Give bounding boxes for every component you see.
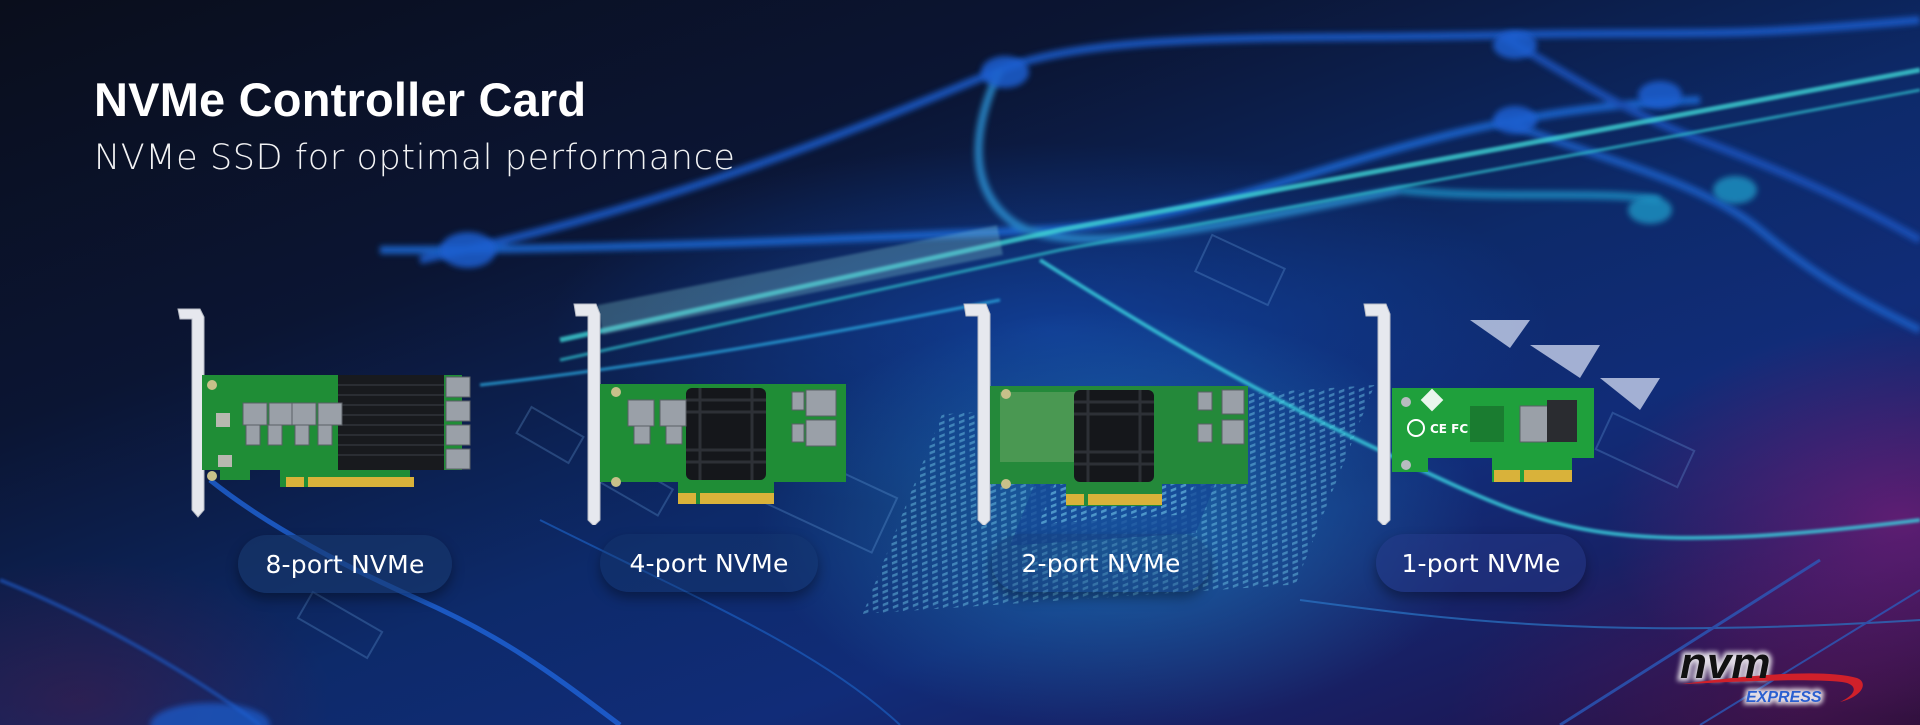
product-4-port[interactable] xyxy=(570,300,860,525)
svg-text:EXPRESS: EXPRESS xyxy=(1746,689,1822,706)
logo-nvm-text: nvm xyxy=(1680,640,1770,688)
product-label-8-port[interactable]: 8-port NVMe xyxy=(238,535,452,593)
nvm-express-logo: nvm EXPRESS nvm EXPRESS xyxy=(1677,640,1863,709)
page-subtitle: NVMe SSD for optimal performance xyxy=(94,138,736,178)
product-label-2-port[interactable]: 2-port NVMe xyxy=(992,534,1210,592)
product-label-4-port[interactable]: 4-port NVMe xyxy=(600,534,818,592)
product-2-port[interactable] xyxy=(960,300,1250,525)
logo-express-text: EXPRESS xyxy=(1746,689,1822,706)
page-title: NVMe Controller Card xyxy=(94,73,587,126)
product-label-1-port[interactable]: 1-port NVMe xyxy=(1376,534,1586,592)
4-port-nvme-card-image xyxy=(573,303,846,525)
product-8-port[interactable] xyxy=(170,305,490,520)
product-1-port[interactable]: CE FC xyxy=(1350,300,1610,525)
2-port-nvme-card-image xyxy=(963,303,1248,525)
1-port-nvme-card-image: CE FC xyxy=(1363,303,1594,525)
svg-text:CE FC: CE FC xyxy=(1430,422,1468,436)
8-port-nvme-card-image xyxy=(177,308,471,518)
